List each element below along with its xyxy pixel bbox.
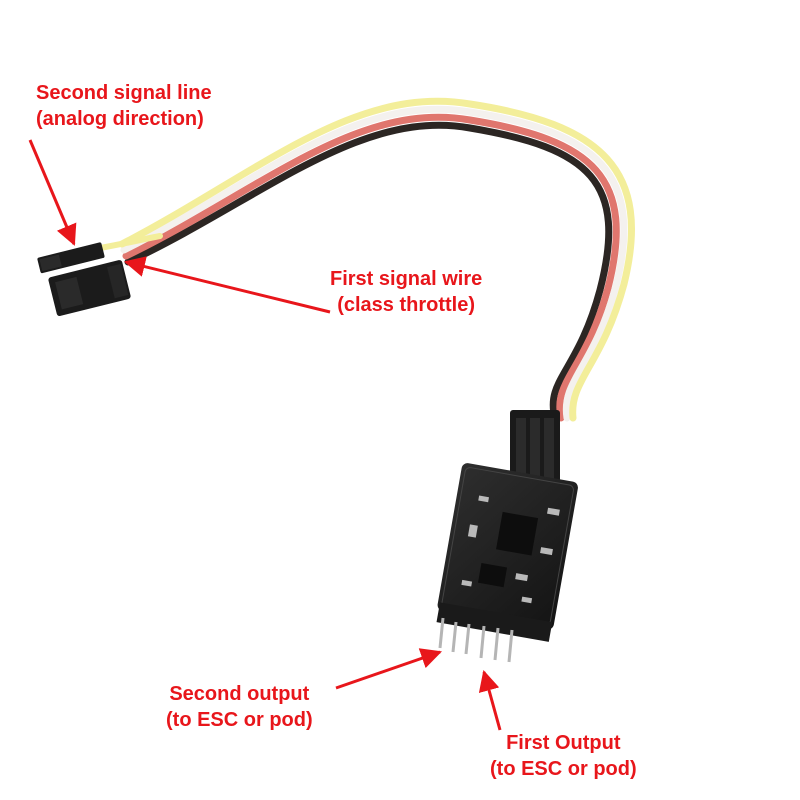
pcb-module (436, 463, 578, 642)
arrow-second-signal (28, 139, 77, 246)
label-first-output: First Output (to ESC or pod) (490, 730, 637, 782)
wire-split-yellow (97, 233, 163, 251)
label-line: Second output (169, 683, 310, 705)
label-line: First Output (506, 732, 621, 754)
label-line: (class throttle) (337, 294, 476, 316)
arrow-first-signal (123, 256, 331, 314)
label-line: Second signal line (36, 82, 212, 104)
label-line: First signal wire (330, 268, 483, 290)
label-second-signal-line: Second signal line (analog direction) (36, 80, 212, 132)
output-pins (438, 617, 514, 663)
wire-harness (97, 97, 635, 422)
chip-top (496, 511, 539, 556)
wire-black (124, 121, 613, 422)
output-header (436, 602, 553, 642)
input-connectors (37, 242, 131, 317)
wire-yellow (118, 97, 635, 422)
label-line: (analog direction) (36, 108, 204, 130)
arrow-second-output (335, 648, 442, 690)
label-line: (to ESC or pod) (166, 709, 313, 731)
label-second-output: Second output (to ESC or pod) (166, 681, 313, 733)
annotation-arrows (28, 139, 502, 731)
wire-white (120, 105, 628, 422)
arrow-first-output (478, 669, 502, 731)
wire-red (122, 113, 620, 422)
connector-second-signal (37, 242, 105, 274)
label-first-signal-wire: First signal wire (class throttle) (330, 266, 482, 318)
connector-first-signal (48, 260, 131, 317)
chip-bottom (477, 562, 508, 588)
label-line: (to ESC or pod) (490, 758, 637, 780)
